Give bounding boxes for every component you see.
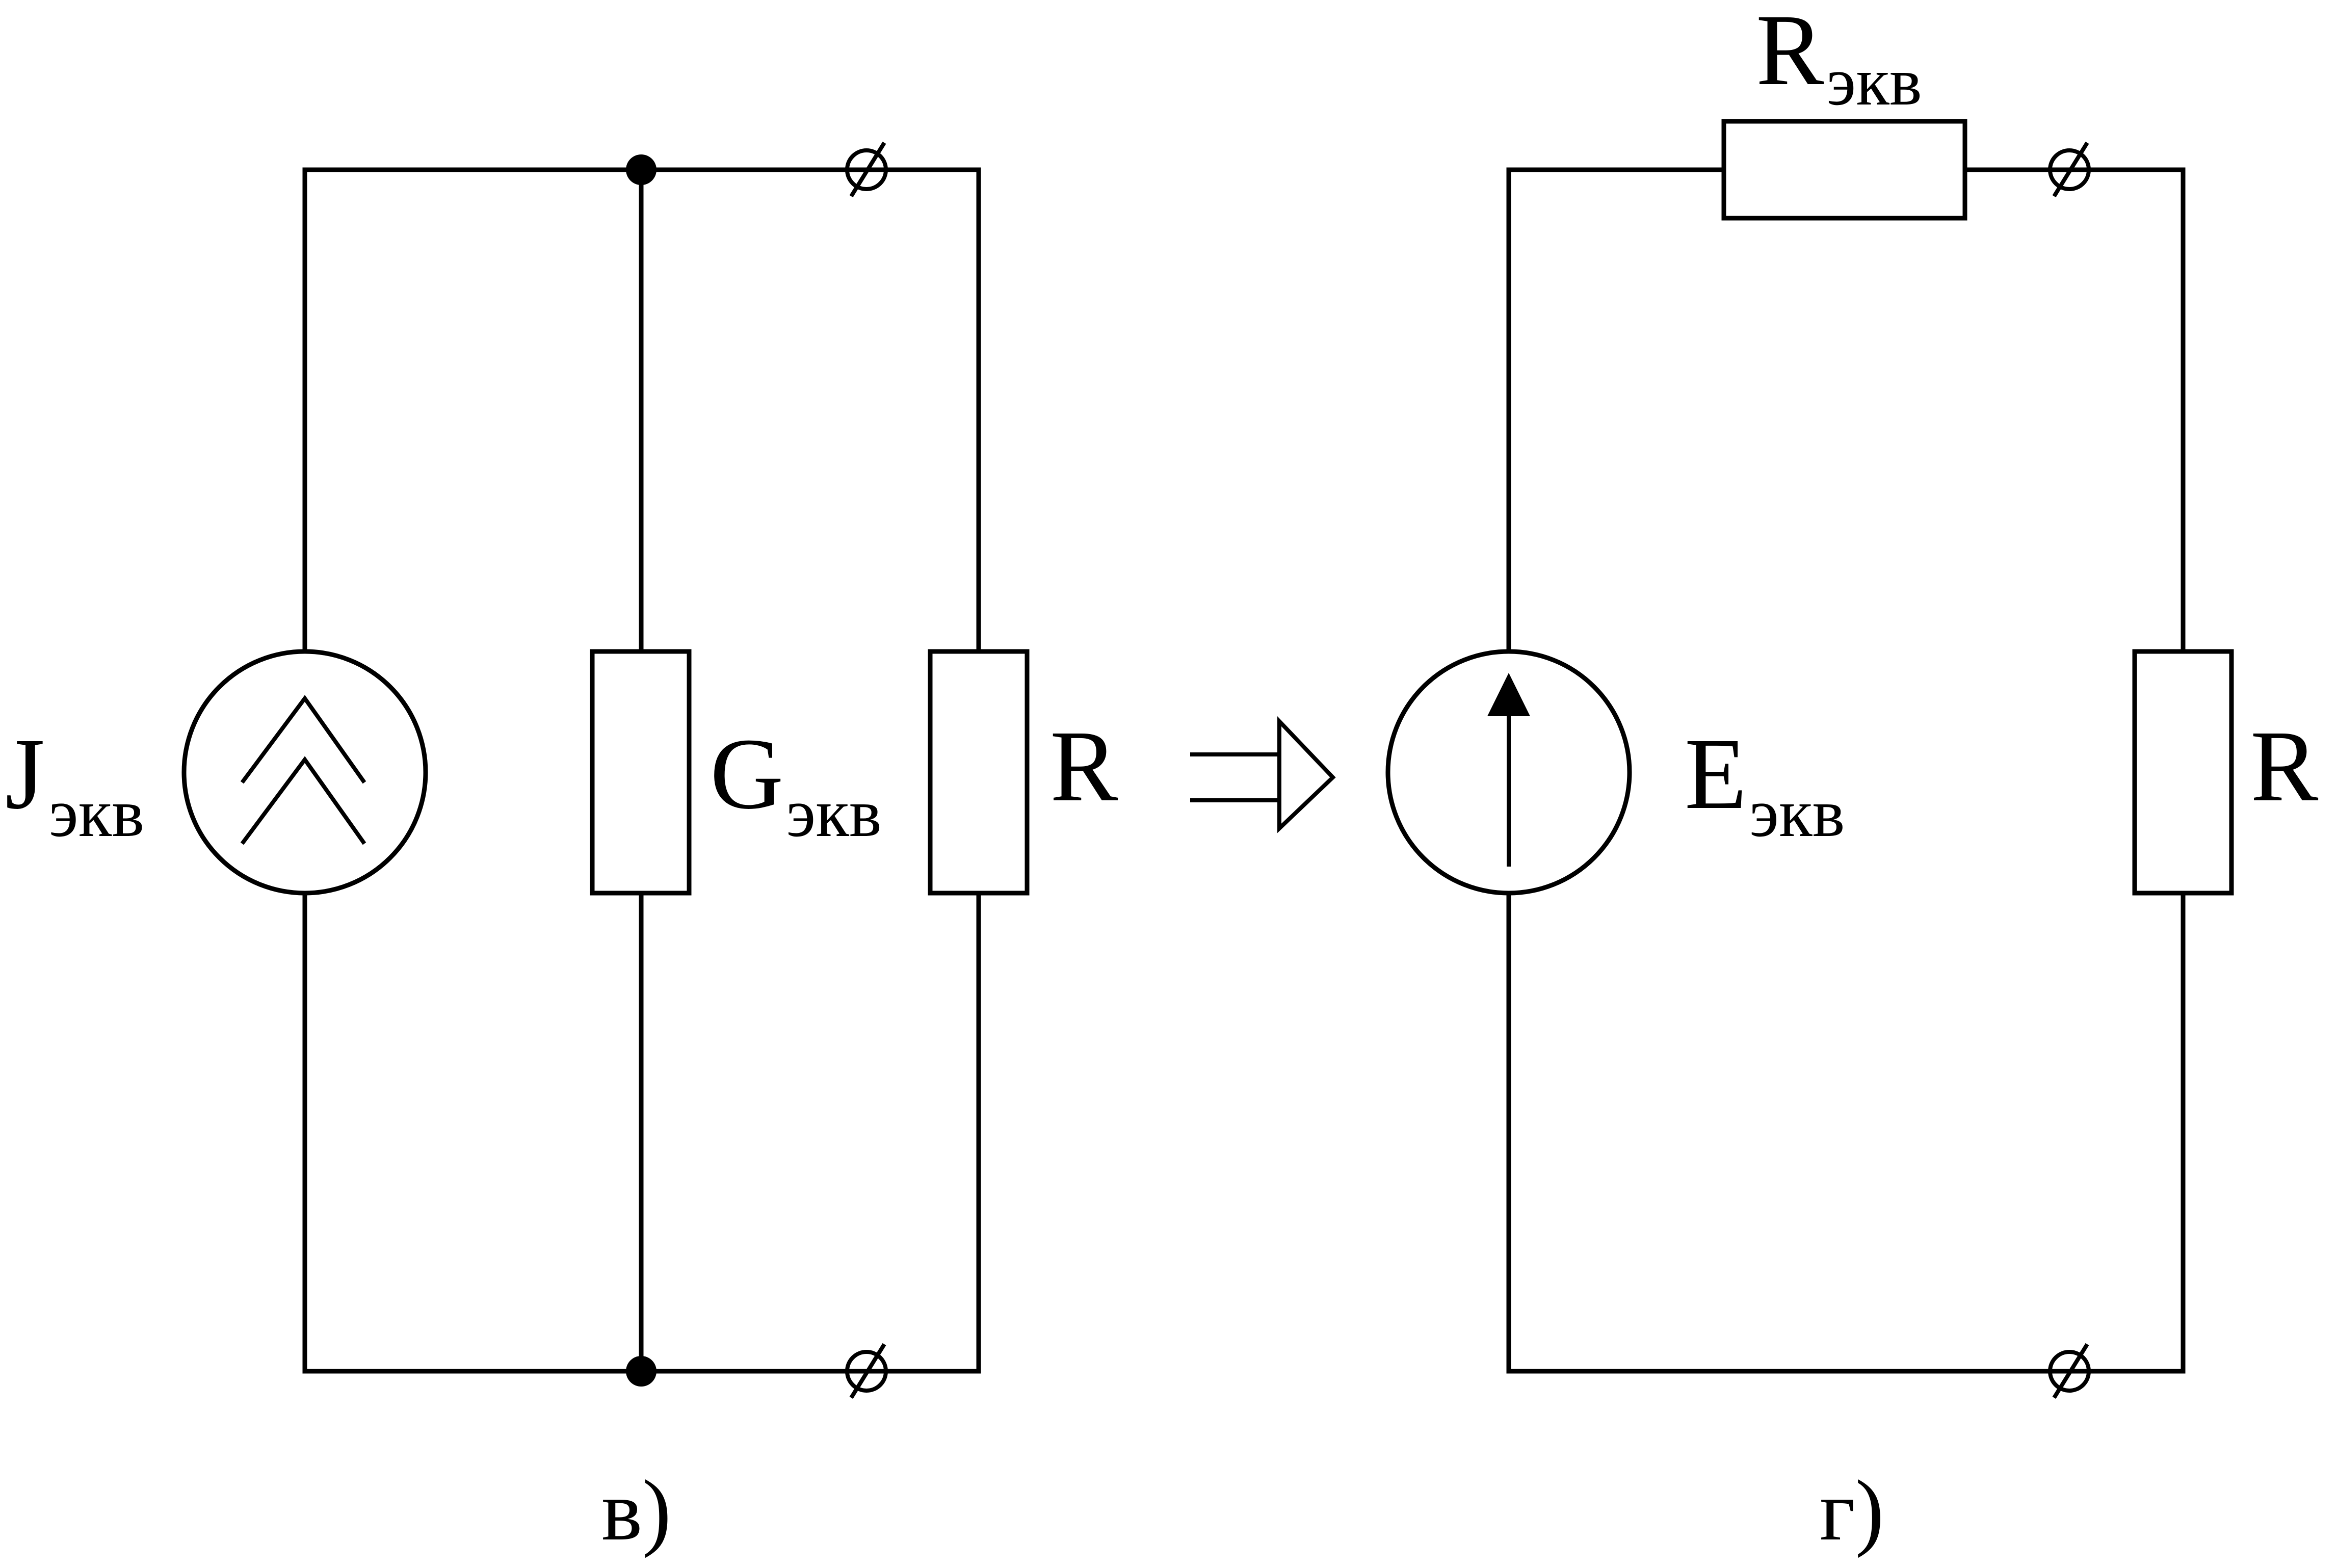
right-bottom-terminal — [2048, 1343, 2091, 1399]
conductance-resistor — [590, 649, 692, 896]
transform-arrow-icon — [1190, 716, 1336, 833]
left-circuit: Jэкв Gэкв R в) — [5, 141, 1118, 1558]
voltage-source-label: Eэкв — [1685, 718, 1845, 851]
left-load-label: R — [1050, 710, 1118, 823]
voltage-source — [1385, 649, 1632, 896]
left-caption: в) — [601, 1462, 671, 1558]
series-resistor-label: Rэкв — [1756, 0, 1922, 120]
left-top-terminal — [845, 141, 888, 198]
right-top-terminal — [2048, 141, 2091, 198]
series-resistor — [1721, 119, 1967, 221]
top-junction-node — [626, 154, 657, 185]
right-load-label: R — [2250, 710, 2319, 823]
right-circuit: Rэкв Eэкв R г) — [1385, 0, 2319, 1558]
right-caption: г) — [1820, 1462, 1884, 1558]
left-bottom-terminal — [845, 1343, 888, 1399]
right-load-resistor — [2132, 649, 2234, 896]
double-chevron-icon — [240, 695, 366, 845]
current-source-label: Jэкв — [5, 718, 144, 851]
bottom-junction-node — [626, 1356, 657, 1387]
arrow-up-icon — [1487, 673, 1530, 867]
left-load-resistor — [928, 649, 1030, 896]
current-source — [181, 649, 428, 896]
conductance-label: Gэкв — [710, 718, 882, 851]
